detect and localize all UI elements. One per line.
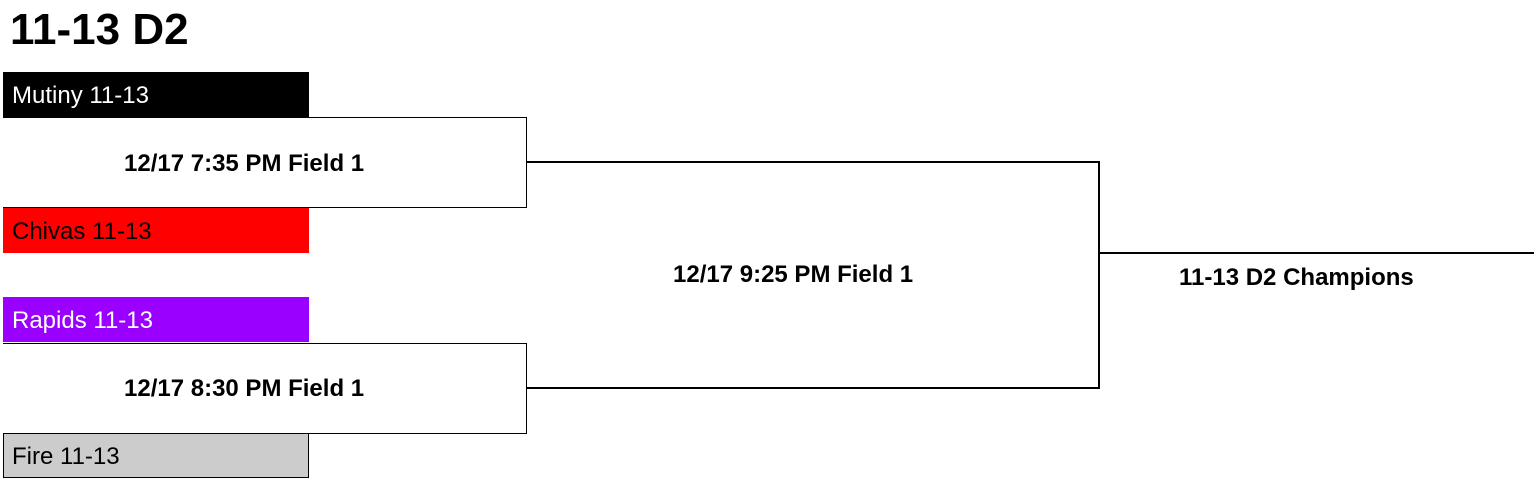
final-game-label: 12/17 9:25 PM Field 1 <box>673 261 914 288</box>
team-fire: Fire 11-13 <box>3 433 309 478</box>
team-chivas: Chivas 11-13 <box>3 208 309 253</box>
semifinal-2-label: 12/17 8:30 PM Field 1 <box>124 375 365 402</box>
semifinal-1-label: 12/17 7:35 PM Field 1 <box>124 150 365 177</box>
team-mutiny: Mutiny 11-13 <box>3 72 309 117</box>
team-rapids: Rapids 11-13 <box>3 297 309 342</box>
champion-connector <box>1098 252 1534 254</box>
champion-label: 11-13 D2 Champions <box>1179 264 1414 291</box>
final-bracket-line <box>1098 161 1100 389</box>
semifinal-1-connector <box>527 161 1100 163</box>
semifinal-1-bracket-box <box>3 117 527 208</box>
bracket-title: 11-13 D2 <box>10 5 189 54</box>
semifinal-2-connector <box>527 387 1100 389</box>
